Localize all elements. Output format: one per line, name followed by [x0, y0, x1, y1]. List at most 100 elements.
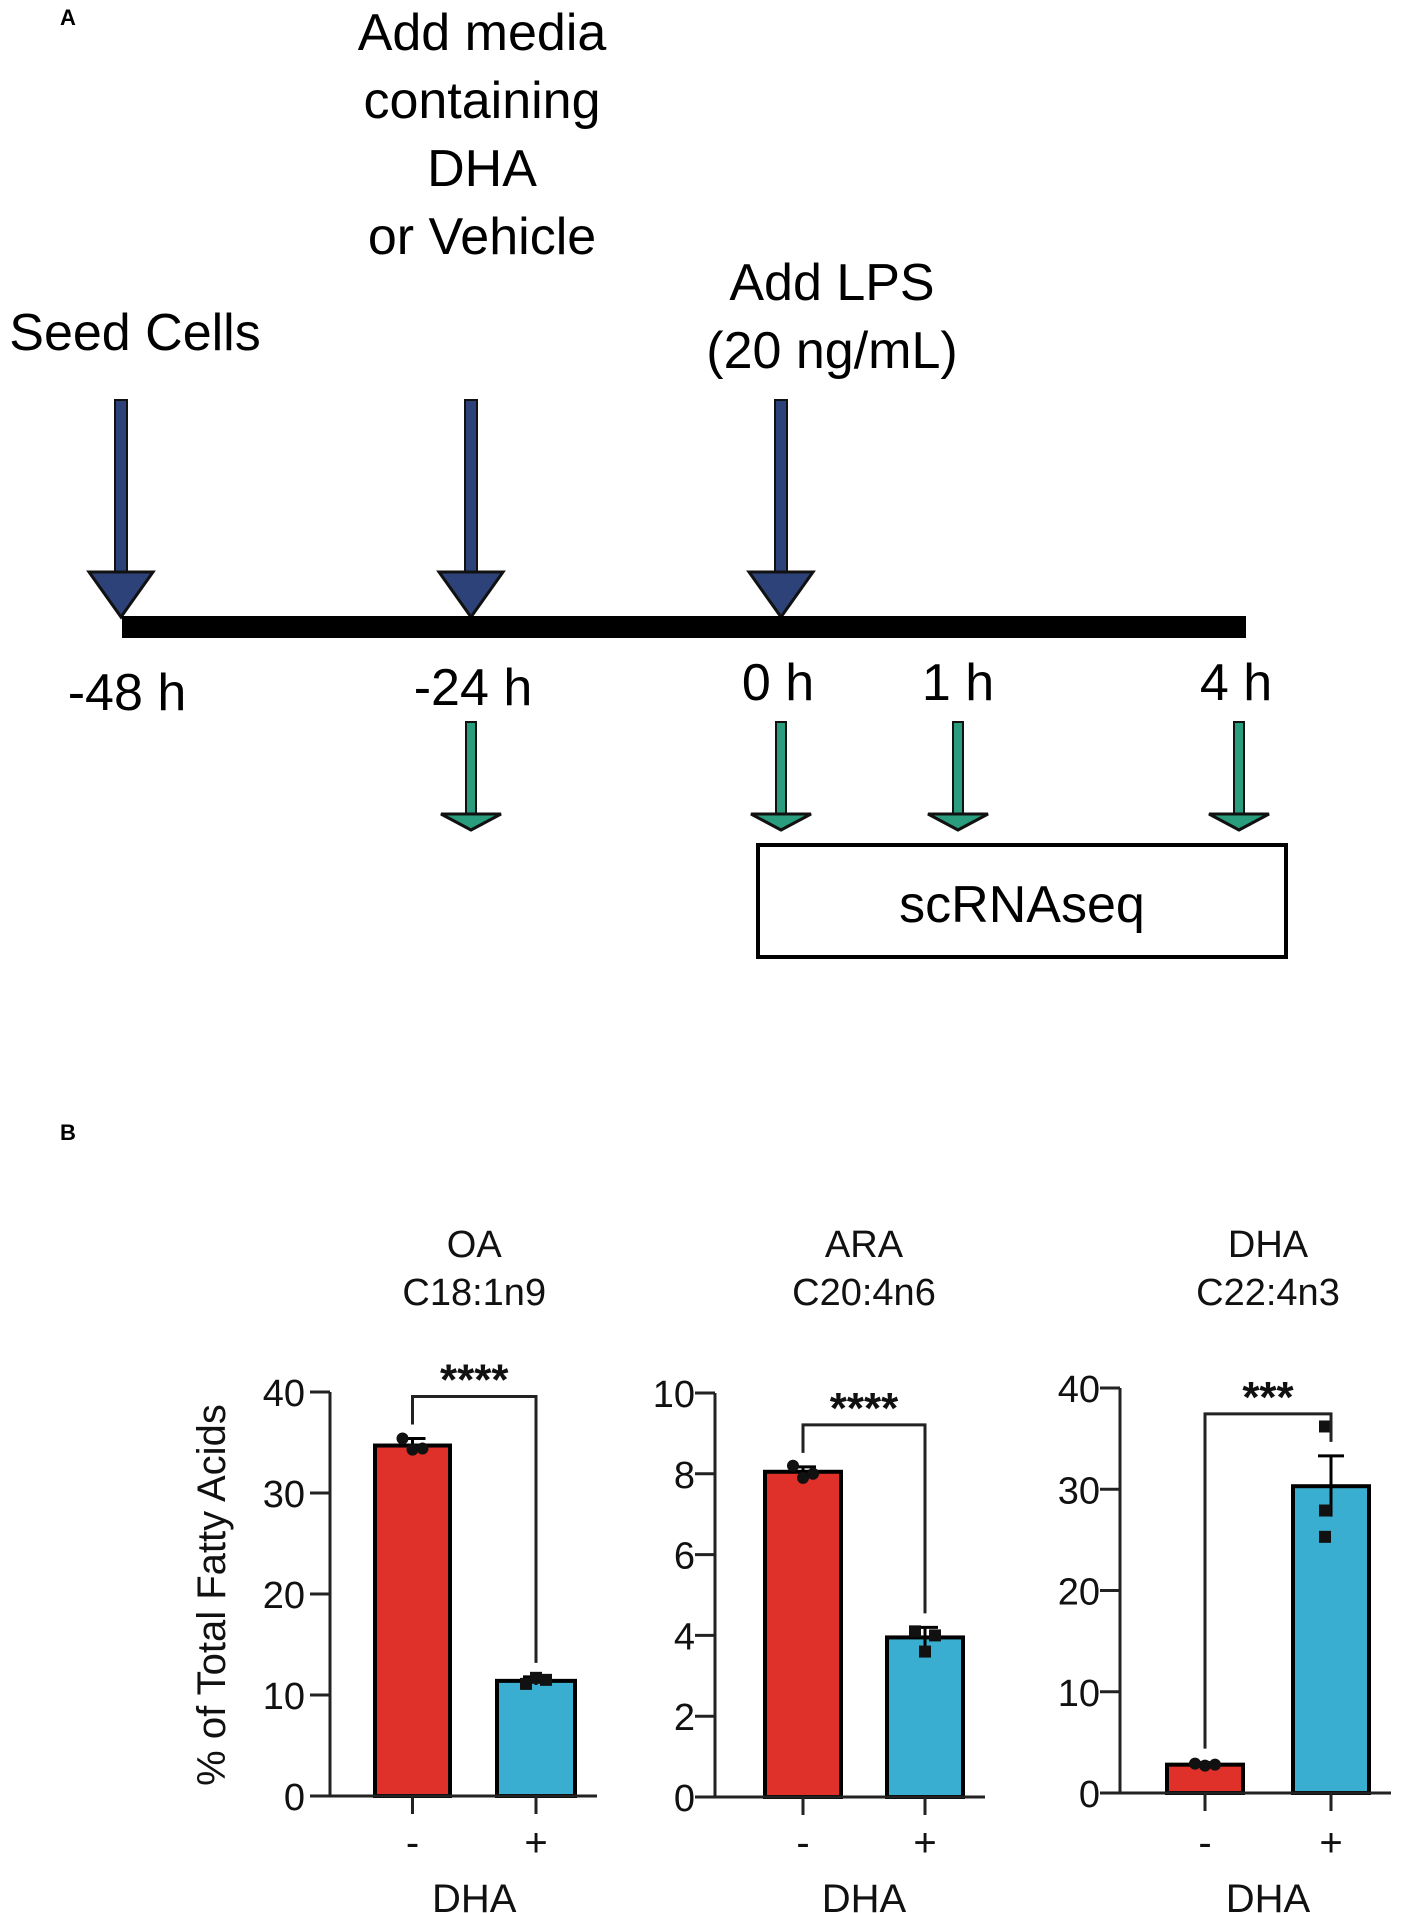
x-category-label: - — [406, 1821, 419, 1865]
scrnaseq-label: scRNAseq — [899, 876, 1145, 934]
y-axis-label: % of Total Fatty Acids — [190, 1404, 234, 1786]
arrow-shaft — [952, 721, 964, 815]
y-tick-label: 6 — [674, 1536, 695, 1578]
significance-bracket — [411, 1394, 538, 1663]
y-tick-label: 0 — [674, 1778, 695, 1820]
x-axis-label: DHA — [822, 1877, 907, 1913]
y-tick-label: 10 — [653, 1374, 695, 1416]
chart-subtitle: C22:4n3 — [1196, 1272, 1340, 1314]
chart-ara: ARA C20:4n6 0 2 4 6 8 10 - +DHA **** — [653, 1224, 985, 1913]
arrow-head — [440, 812, 502, 832]
sampling-arrow — [927, 721, 989, 832]
y-tick-label: 8 — [674, 1455, 695, 1497]
sampling-arrow — [750, 721, 812, 832]
timeline-arrow — [436, 399, 506, 620]
scrnaseq-box — [756, 843, 1288, 959]
panel-a: A Seed Cells Add media containing DHA or… — [9, 4, 1288, 959]
chart-title: DHA — [1228, 1224, 1309, 1266]
timeline-arrow — [86, 399, 156, 620]
event-title-add-media: Add media containing DHA or Vehicle — [358, 4, 607, 266]
data-point — [406, 1443, 419, 1456]
time-label-minus48: -48 h — [68, 664, 187, 722]
panel-a-label: A — [60, 5, 76, 30]
y-tick-label: 4 — [674, 1616, 695, 1658]
arrow-head — [86, 570, 156, 620]
timeline-arrow — [746, 399, 816, 620]
bar-dha — [885, 1635, 965, 1800]
panel-b-label: B — [60, 1120, 76, 1145]
event-title-line: Add media — [358, 4, 607, 62]
data-point — [396, 1432, 409, 1445]
data-point — [787, 1459, 799, 1472]
y-tick-label: 10 — [1058, 1673, 1100, 1715]
event-title-seed-cells: Seed Cells — [9, 304, 260, 362]
data-point — [909, 1625, 921, 1638]
data-point — [807, 1467, 819, 1480]
timeline-bar — [122, 616, 1246, 638]
arrow-shaft — [465, 721, 477, 815]
y-tick-label: 20 — [263, 1575, 305, 1617]
event-title-add-lps: Add LPS (20 ng/mL) — [706, 254, 957, 380]
bar-vehicle — [373, 1443, 452, 1799]
chart-title: OA — [447, 1224, 503, 1266]
y-tick-label: 2 — [674, 1697, 695, 1739]
significance-stars: **** — [830, 1384, 899, 1433]
arrow-head — [436, 570, 506, 620]
bar-dha — [495, 1678, 577, 1798]
data-point — [919, 1645, 931, 1658]
data-point — [540, 1673, 552, 1686]
significance-bracket — [801, 1423, 927, 1614]
chart-subtitle: C20:4n6 — [792, 1272, 936, 1314]
y-tick-label: 40 — [263, 1373, 305, 1415]
sampling-arrow — [440, 721, 502, 832]
y-tick-label: 40 — [1058, 1369, 1100, 1411]
arrow-head — [746, 570, 816, 620]
chart-title: ARA — [825, 1224, 904, 1266]
x-category-label: - — [796, 1821, 809, 1865]
arrow-shaft — [114, 399, 128, 573]
x-category-label: + — [913, 1821, 936, 1865]
data-point — [520, 1677, 532, 1690]
data-point — [797, 1471, 809, 1484]
sampling-arrow — [1208, 721, 1270, 832]
arrow-shaft — [774, 399, 788, 573]
significance-stars: *** — [1242, 1373, 1294, 1422]
data-point — [1209, 1758, 1221, 1771]
y-tick-label: 0 — [1079, 1774, 1100, 1816]
arrow-shaft — [464, 399, 478, 573]
data-point — [929, 1629, 941, 1642]
chart-subtitle: C18:1n9 — [402, 1272, 546, 1314]
x-category-label: + — [524, 1821, 547, 1865]
data-point — [1319, 1504, 1331, 1517]
y-tick-label: 20 — [1058, 1572, 1100, 1614]
data-point — [530, 1671, 542, 1684]
time-label-1h: 1 h — [922, 654, 994, 712]
event-title-line: (20 ng/mL) — [706, 322, 957, 380]
arrow-head — [1208, 812, 1270, 832]
data-point — [1319, 1530, 1331, 1543]
data-point — [1189, 1757, 1201, 1770]
x-axis-label: DHA — [432, 1877, 517, 1913]
event-title-line: Add LPS — [729, 254, 934, 312]
y-tick-label: 30 — [1058, 1470, 1100, 1512]
time-label-minus24: -24 h — [414, 659, 533, 717]
y-tick-label: 0 — [284, 1777, 305, 1819]
data-point — [1199, 1759, 1211, 1772]
significance-bracket — [1203, 1412, 1333, 1749]
significance-stars: **** — [440, 1355, 509, 1404]
data-point — [416, 1442, 429, 1455]
arrow-shaft — [775, 721, 787, 815]
y-tick-label: 10 — [263, 1676, 305, 1718]
bar-vehicle — [763, 1469, 843, 1800]
time-label-4h: 4 h — [1200, 654, 1272, 712]
event-title-line: containing — [363, 72, 600, 130]
data-point — [1319, 1420, 1331, 1433]
arrow-head — [927, 812, 989, 832]
x-category-label: + — [1319, 1821, 1342, 1865]
event-title-line: DHA — [427, 140, 537, 198]
x-axis-label: DHA — [1226, 1877, 1311, 1913]
